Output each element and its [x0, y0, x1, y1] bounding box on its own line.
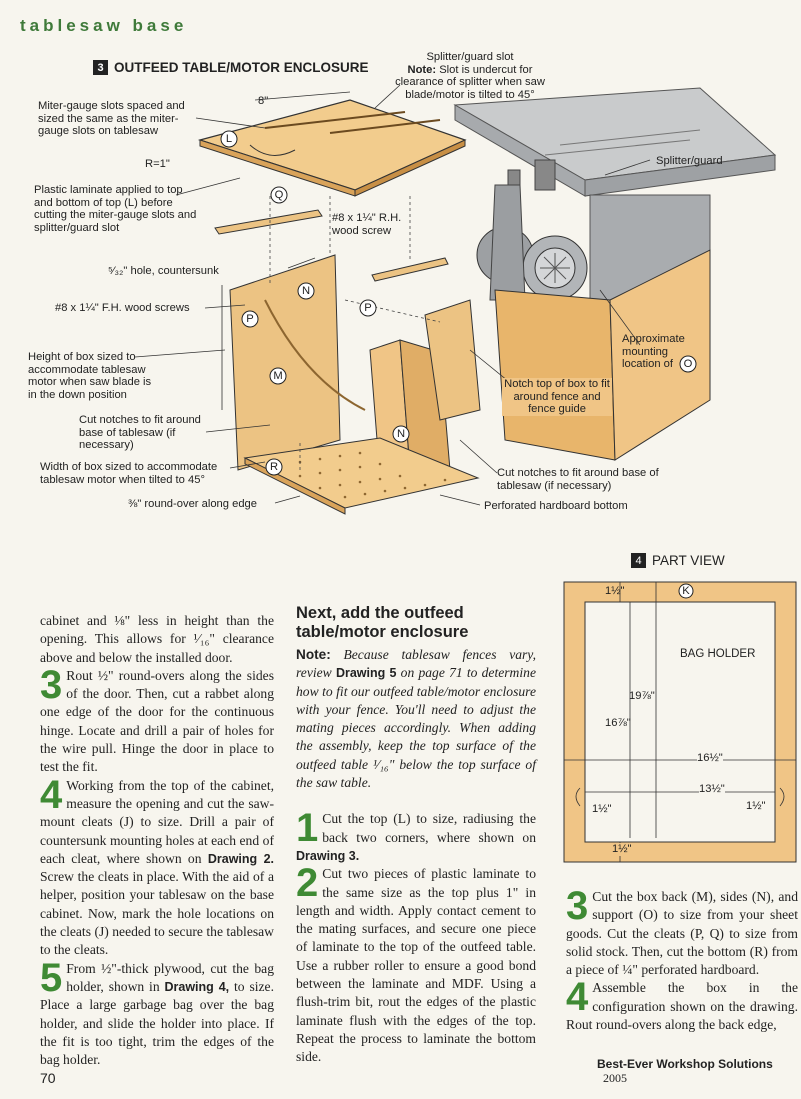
label-approx-mount: Approximate mounting location of [622, 333, 685, 370]
page-number: 70 [40, 1070, 56, 1086]
figure4-title-text: PART VIEW [652, 553, 725, 568]
figure4-number: 4 [631, 553, 646, 568]
running-head: tablesaw base [20, 16, 188, 35]
box-back-M [229, 254, 366, 471]
part-N: N [301, 285, 311, 297]
figure3-number: 3 [93, 60, 108, 75]
label-splitter-guard: Splitter/guard [656, 155, 723, 167]
label-rh-screw: #8 x 1¼" R.H. wood screw [332, 212, 402, 237]
figure4-title: 4 PART VIEW [631, 553, 725, 568]
part-L: L [225, 133, 233, 145]
dim-8in: 8" [258, 95, 269, 107]
label-splitter-slot: Splitter/guard slot Note: Slot is underc… [395, 51, 545, 101]
section-title: Next, add the outfeed table/motor enclos… [296, 604, 469, 641]
outfeed-top [197, 99, 467, 197]
label-radius: R=1" [145, 158, 170, 170]
dim-inner-width: 13½" [699, 783, 725, 796]
bag-holder-label: BAG HOLDER [680, 648, 756, 660]
label-cut-notches-right: Cut notches to fit around base of tables… [497, 467, 659, 492]
part-callouts [220, 130, 697, 476]
label-width-box: Width of box sized to accommodate tables… [40, 461, 218, 486]
section-note: Note: Because tablesaw fences vary, revi… [296, 647, 536, 791]
label-laminate: Plastic laminate applied to top and bott… [34, 184, 197, 234]
dim-inner-height: 16⅞" [605, 717, 631, 729]
figure3-title: 3 OUTFEED TABLE/MOTOR ENCLOSURE [93, 60, 369, 75]
label-notch-top: Notch top of box to fit around fence and… [502, 378, 612, 416]
dim-overall-height: 19⅞" [629, 690, 655, 702]
motor-enclosure-box [494, 249, 711, 461]
figure3-drawing [134, 84, 777, 515]
col1-para: cabinet and ⅛" less in height than the o… [40, 613, 274, 665]
label-height-box: Height of box sized to accommodate table… [28, 351, 152, 401]
part-K: K [682, 585, 690, 597]
part-M: M [273, 370, 283, 382]
part-R: R [269, 461, 279, 473]
tablesaw-illustration [453, 87, 777, 306]
column-2: Next, add the outfeed table/motor enclos… [296, 604, 536, 1067]
figure4-drawing [563, 581, 797, 863]
part-P: P [364, 302, 372, 314]
part-O: O [683, 358, 693, 370]
label-hole: ⁵⁄₃₂" hole, countersunk [108, 265, 219, 277]
label-miter-slots: Miter-gauge slots spaced and sized the s… [38, 100, 185, 137]
part-P: P [246, 313, 254, 325]
book-title: Best-Ever Workshop Solutions 2005 [597, 1057, 773, 1085]
figure3-title-text: OUTFEED TABLE/MOTOR ENCLOSURE [114, 60, 369, 75]
dim-right: 1½" [746, 800, 766, 813]
part-N: N [396, 428, 406, 440]
label-roundover: ⅜" round-over along edge [128, 498, 257, 510]
dim-top: 1½" [605, 585, 625, 597]
label-cut-notches-left: Cut notches to fit around base of tables… [79, 414, 201, 451]
dim-left: 1½" [592, 803, 612, 816]
dim-bottom: 1½" [612, 843, 632, 856]
column-1: cabinet and ⅛" less in height than the o… [40, 612, 274, 1069]
label-hardboard: Perforated hardboard bottom [484, 500, 628, 512]
dim-overall-width: 16½" [697, 752, 723, 765]
label-fh-screws: #8 x 1¼" F.H. wood screws [55, 302, 190, 314]
part-Q: Q [274, 189, 284, 201]
